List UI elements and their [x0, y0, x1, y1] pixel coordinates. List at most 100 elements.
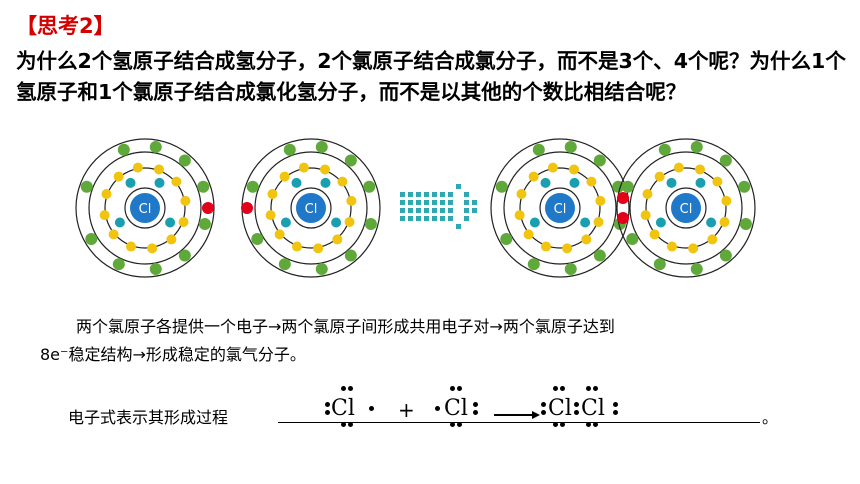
electron-outer — [495, 180, 508, 193]
arrow-dot — [440, 200, 445, 205]
lewis-dot — [341, 386, 346, 391]
electron-outer — [246, 180, 259, 193]
arrow-dot — [416, 208, 421, 213]
arrow-dot — [456, 184, 461, 189]
electron-outer — [85, 233, 98, 245]
electron-shell-3 — [586, 176, 597, 187]
arrow-dot — [448, 208, 453, 213]
electron-shell-3 — [562, 243, 573, 254]
arrow-dot — [432, 200, 437, 205]
electron-shell-3 — [132, 162, 143, 173]
arrow-dot — [424, 208, 429, 213]
electron-shell-3 — [344, 217, 355, 228]
lewis-dot — [613, 402, 618, 407]
orbit-ring — [290, 187, 332, 229]
electron-shell-3 — [649, 229, 660, 240]
orbit-ring — [124, 187, 166, 229]
lewis-dot — [325, 410, 330, 415]
lewis-dot — [541, 410, 546, 415]
nucleus-label: Cl — [680, 202, 693, 217]
arrow-dot — [464, 192, 469, 197]
electron-shell-3 — [695, 164, 706, 175]
electron-outer — [690, 140, 703, 153]
arrow-dot — [448, 192, 453, 197]
electron-outer — [532, 143, 545, 156]
electron-shell-3 — [581, 234, 592, 245]
arrow-dot — [416, 216, 421, 221]
arrow-dot — [440, 216, 445, 221]
electron-shell-3 — [346, 195, 357, 206]
arrow-dot — [400, 216, 405, 221]
electron-shell-2 — [695, 177, 706, 188]
electron-outer — [149, 140, 162, 153]
electron-shell-2 — [165, 217, 176, 228]
orbit-ring — [270, 167, 352, 249]
lewis-dot — [553, 386, 558, 391]
electron-outer — [344, 249, 357, 262]
arrow-dot — [448, 216, 453, 221]
lewis-dot — [593, 386, 598, 391]
electron-outer — [500, 233, 513, 245]
electron-shell-3 — [99, 210, 110, 221]
orbit-ring — [503, 151, 617, 265]
lewis-dot — [613, 410, 618, 415]
electron-outer — [739, 218, 752, 231]
lewis-dot — [586, 422, 591, 427]
lewis-plus: + — [398, 398, 415, 422]
electron-shell-3 — [332, 234, 343, 245]
nucleus-label: Cl — [305, 202, 318, 217]
lewis-dot — [574, 402, 579, 407]
nucleus — [130, 193, 160, 223]
electron-shell-2 — [114, 217, 125, 228]
arrow-dot — [448, 200, 453, 205]
electron-shell-3 — [166, 234, 177, 245]
electron-outer — [178, 249, 191, 262]
orbit-ring — [88, 151, 202, 265]
electron-shell-3 — [313, 243, 324, 254]
lewis-dot — [593, 422, 598, 427]
electron-shell-3 — [274, 229, 285, 240]
arrow-dot — [440, 208, 445, 213]
electron-outer — [621, 180, 634, 193]
lewis-dot — [348, 386, 353, 391]
reaction-arrow-head — [532, 411, 540, 419]
electron-outer — [527, 258, 540, 271]
electron-shell-3 — [298, 162, 309, 173]
electron-shell-3 — [147, 243, 158, 254]
electron-shell-3 — [516, 188, 527, 199]
electron-outer — [626, 233, 639, 245]
electron-shell-2 — [580, 217, 591, 228]
electron-shell-2 — [529, 217, 540, 228]
electron-shell-2 — [291, 177, 302, 188]
electron-shell-3 — [267, 188, 278, 199]
orbit-ring — [104, 167, 186, 249]
arrow-dot — [424, 192, 429, 197]
arrow-dot — [416, 200, 421, 205]
description-line-2: 8e⁻稳定结构→形成稳定的氯气分子。 — [40, 345, 306, 364]
arrow-dot — [400, 192, 405, 197]
electron-shell-3 — [666, 241, 677, 252]
lewis-dot — [450, 422, 455, 427]
arrow-dot — [432, 192, 437, 197]
electron-shell-2 — [569, 177, 580, 188]
arrow-dot — [408, 208, 413, 213]
arrow-dot — [464, 216, 469, 221]
nucleus — [296, 193, 326, 223]
orbit-ring — [629, 151, 743, 265]
arrow-dot — [424, 200, 429, 205]
electron-outer — [363, 180, 376, 193]
arrow-dot — [400, 200, 405, 205]
lewis-dot — [473, 410, 478, 415]
electron-shell-3 — [180, 195, 191, 206]
arrow-dot — [472, 208, 477, 213]
electron-outer — [593, 154, 606, 167]
electron-outer — [593, 249, 606, 262]
electron-shell-2 — [154, 177, 165, 188]
electron-shell-3 — [540, 241, 551, 252]
electron-outer — [112, 258, 125, 271]
arrow-dot — [416, 192, 421, 197]
electron-shell-3 — [721, 195, 732, 206]
electron-outer — [738, 180, 751, 193]
shared-electron — [617, 192, 629, 204]
electron-shell-3 — [719, 217, 730, 228]
